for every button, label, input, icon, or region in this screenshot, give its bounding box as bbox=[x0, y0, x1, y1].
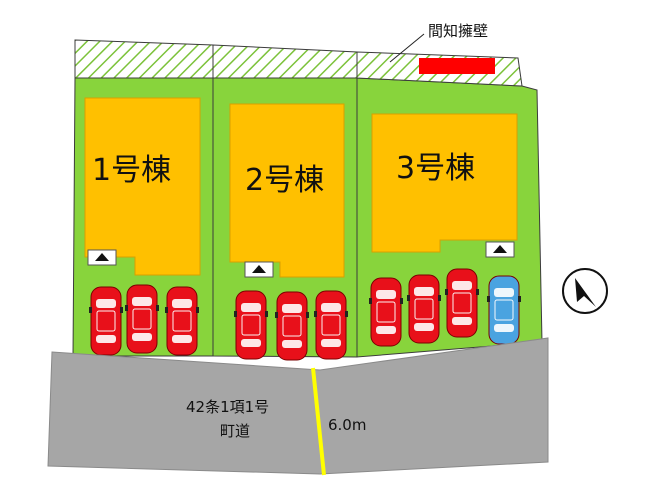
building-1-label: 1号棟 bbox=[92, 153, 171, 188]
road-label-line2: 町道 bbox=[220, 422, 250, 440]
road-width-line bbox=[311, 367, 326, 476]
car-icon bbox=[314, 290, 348, 360]
building-3: 3号棟 bbox=[371, 113, 518, 253]
road-width-label: 6.0m bbox=[328, 416, 366, 434]
car-icon bbox=[487, 275, 521, 345]
car-icon bbox=[125, 284, 159, 354]
car-icon bbox=[234, 290, 268, 360]
retaining-wall-annotation: 間知擁壁 bbox=[389, 22, 488, 63]
road-label-line1: 42条1項1号 bbox=[186, 398, 269, 416]
car-icon bbox=[275, 291, 309, 361]
road: 42条1項1号 町道 6.0m bbox=[47, 337, 549, 476]
building-3-label: 3号棟 bbox=[396, 151, 475, 186]
building-1: 1号棟 bbox=[84, 97, 201, 276]
car-icon bbox=[165, 286, 199, 356]
car-icon bbox=[369, 277, 403, 347]
retaining-wall-label: 間知擁壁 bbox=[428, 22, 488, 40]
car-icon bbox=[407, 274, 441, 344]
building-2-label: 2号棟 bbox=[245, 163, 324, 198]
retaining-wall bbox=[419, 58, 495, 74]
building-2: 2号棟 bbox=[229, 103, 345, 278]
car-icon bbox=[445, 268, 479, 338]
north-arrow-icon bbox=[562, 268, 608, 314]
entrance-marker-1 bbox=[87, 249, 117, 266]
entrance-marker-3 bbox=[485, 241, 515, 258]
car-icon bbox=[89, 286, 123, 356]
entrance-marker-2 bbox=[244, 261, 274, 278]
parking-cars bbox=[89, 268, 521, 361]
